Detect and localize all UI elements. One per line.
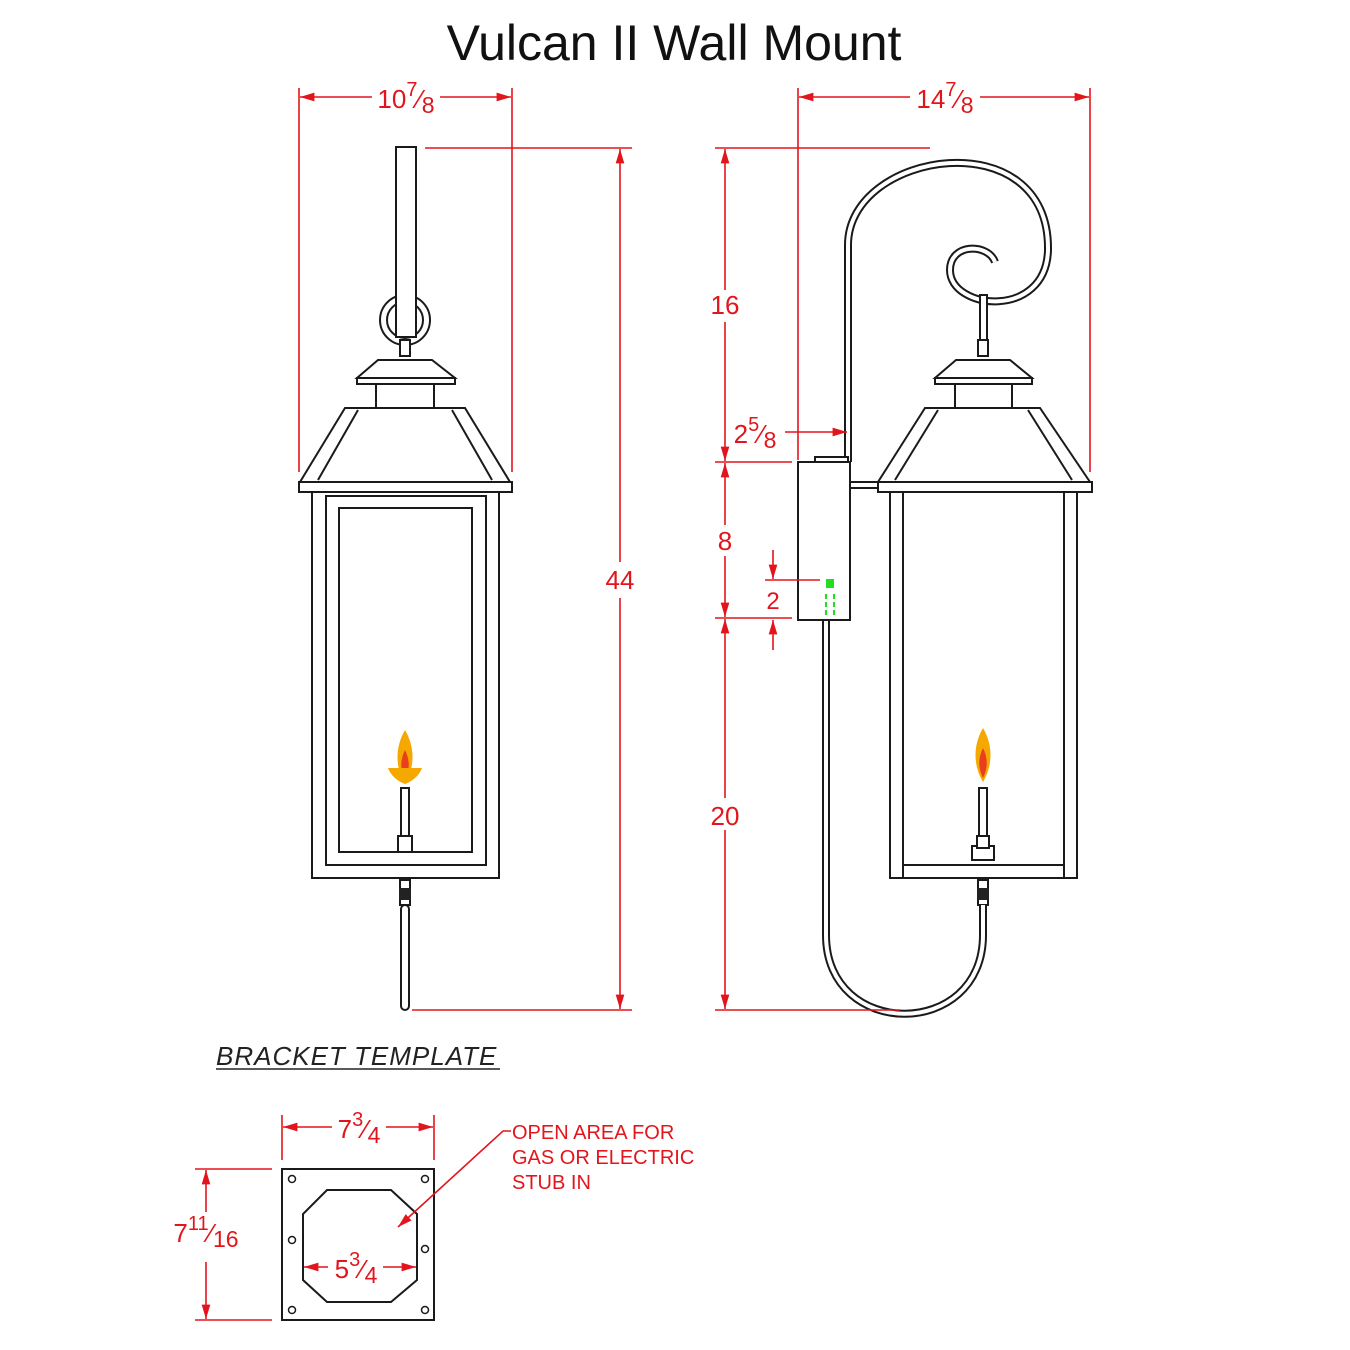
bracket-height-label: 16	[711, 290, 740, 320]
lower-height-label: 20	[711, 801, 740, 831]
opening-note: OPEN AREA FOR GAS OR ELECTRIC STUB IN	[512, 1122, 694, 1194]
front-view-lantern	[298, 146, 513, 1011]
stub-opening	[302, 1189, 418, 1303]
upper-height-label: 8	[718, 526, 732, 556]
stub-offset-label: 2	[766, 588, 779, 615]
side-view-lantern	[797, 158, 1093, 1018]
svg-text:GAS OR ELECTRIC: GAS OR ELECTRIC	[512, 1147, 694, 1169]
template-height-label: 711⁄16	[173, 1213, 238, 1252]
template-width-label: 73⁄4	[338, 1109, 381, 1148]
stub-marker	[826, 579, 834, 588]
side-depth-label: 147⁄8	[916, 79, 973, 118]
front-height-label: 44	[606, 565, 635, 595]
svg-text:OPEN AREA FOR: OPEN AREA FOR	[512, 1122, 674, 1144]
front-dimensions: 107⁄8 44	[298, 79, 635, 1011]
bracket-template-heading: BRACKET TEMPLATE	[216, 1041, 497, 1071]
svg-text:STUB IN: STUB IN	[512, 1172, 591, 1194]
mounting-holes	[287, 1174, 430, 1315]
side-dimensions: 147⁄8 16 8 20 25⁄8 2	[711, 79, 1091, 1011]
bracket-template: BRACKET TEMPLATE 73⁄4 711⁄16 53⁄4 OPEN A…	[173, 1041, 694, 1321]
page-title: Vulcan II Wall Mount	[447, 15, 902, 71]
wall-offset-label: 25⁄8	[734, 414, 777, 453]
front-width-label: 107⁄8	[377, 79, 434, 118]
